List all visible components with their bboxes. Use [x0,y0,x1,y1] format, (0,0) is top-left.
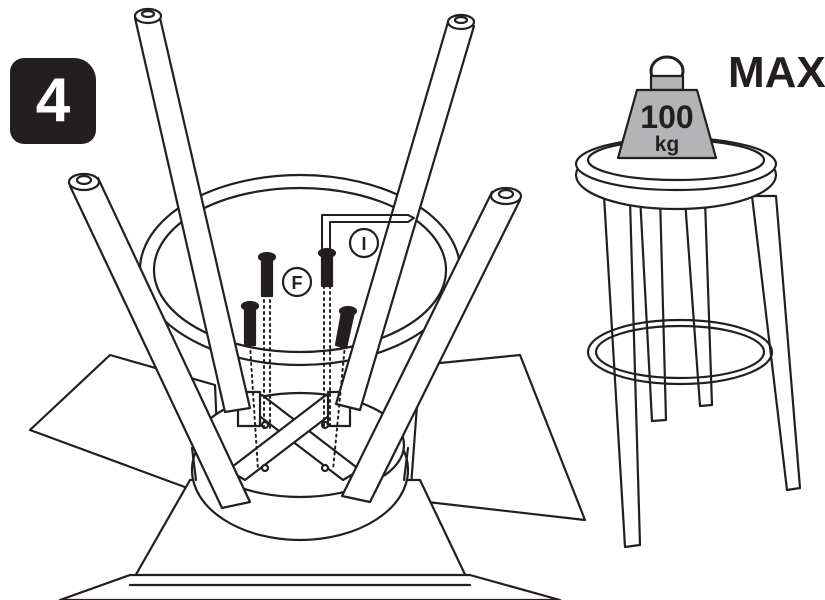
allen-key-icon [321,214,415,263]
stool-leg [67,172,252,510]
screw-part-label: F [292,273,303,293]
step-number: 4 [35,66,71,135]
max-load-label: MAX [728,48,825,97]
screw-icon [257,251,277,298]
screw-icon [334,305,358,350]
alignment-guides [249,279,346,471]
part-callout-i [348,227,380,259]
stool-leg [340,186,523,504]
part-callout-f [281,266,313,298]
bar-stool-icon [574,136,802,549]
screw-icon [240,300,260,347]
weight-unit: kg [655,133,680,156]
weight-value: 100 [640,99,693,135]
wrench-part-label: I [361,234,366,254]
stool-leg [133,7,252,414]
stool-leg [334,13,476,412]
weight-icon [616,55,718,160]
step-badge: 4 [10,58,96,144]
